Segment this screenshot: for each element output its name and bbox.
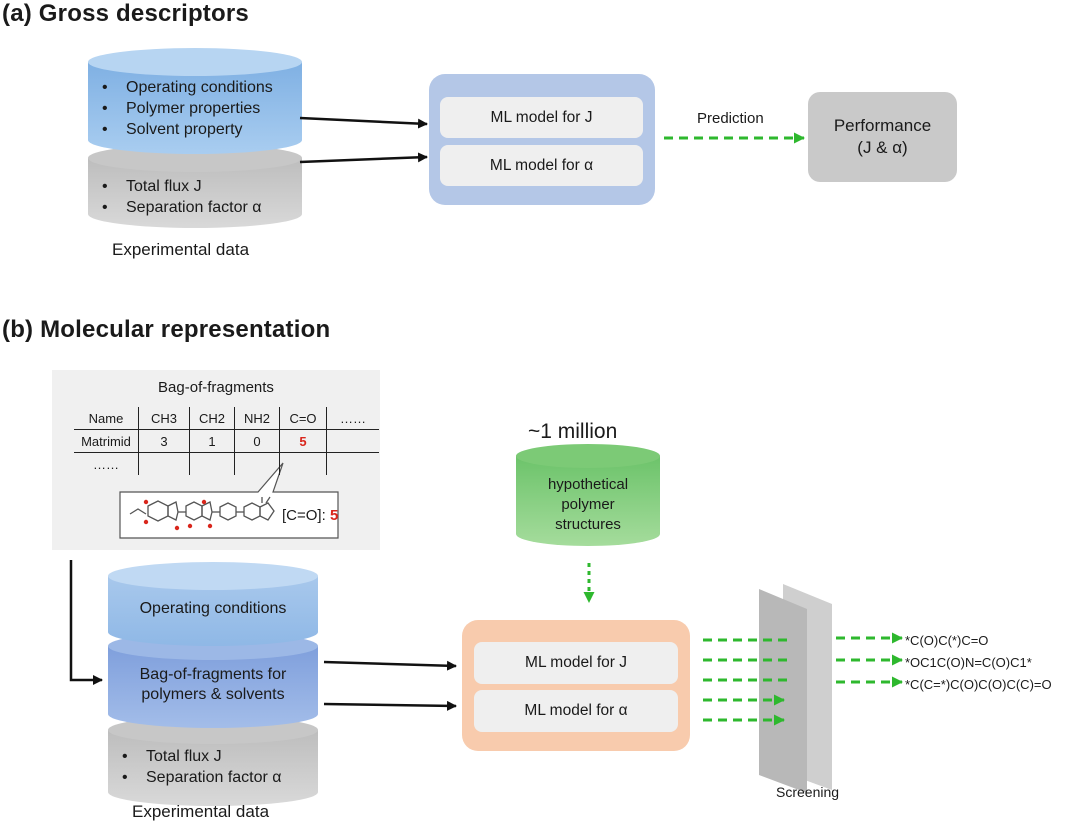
- b-arrows-into-screen: [703, 638, 792, 726]
- b-arrow-bof-to-db: [69, 560, 103, 685]
- b-section-title: (b) Molecular representation: [2, 316, 331, 343]
- b-target-list: Total flux J Separation factor α: [110, 746, 325, 788]
- a-input-list: Operating conditions Polymer properties …: [90, 77, 305, 140]
- b-arrows-out-screen: [836, 632, 903, 688]
- table-cell: [279, 452, 327, 475]
- a-arrow-targets: [299, 152, 428, 164]
- b-db-label: Experimental data: [132, 802, 270, 821]
- b-hypo-db: [516, 444, 660, 546]
- a-arrow-inputs: [299, 116, 428, 129]
- table-cell: 0: [234, 429, 280, 453]
- b-db-layer-operating: Operating conditions: [139, 600, 287, 617]
- b-screening-label: Screening: [776, 784, 840, 800]
- a-target-list: Total flux J Separation factor α: [90, 176, 305, 218]
- a-performance-box: [808, 92, 957, 182]
- b-bof-callout-text: [C=O]: 5: [282, 507, 338, 524]
- a-model-alpha: ML model for α: [440, 145, 643, 186]
- b-hypo-label: hypothetical polymer structures: [547, 476, 629, 533]
- b-molecule-structure: [129, 496, 275, 522]
- b-bof-callout-label: [C=O]:: [282, 507, 330, 524]
- b-model-alpha: ML model for α: [474, 690, 678, 732]
- a-target-item: Separation factor α: [90, 197, 305, 218]
- table-row: ……: [74, 452, 379, 475]
- table-cell: Name: [74, 407, 139, 430]
- b-model-j: ML model for J: [474, 642, 678, 684]
- a-input-item: Operating conditions: [90, 77, 305, 98]
- table-row: Name CH3 CH2 NH2 C=O ……: [74, 407, 379, 430]
- table-row: Matrimid 3 1 0 5: [74, 429, 379, 453]
- b-target-item: Total flux J: [110, 746, 325, 767]
- table-cell: 3: [138, 429, 190, 453]
- b-target-item: Separation factor α: [110, 767, 325, 788]
- b-screening-panel-front: [759, 589, 807, 793]
- table-cell: ……: [326, 407, 379, 430]
- b-smiles-item: *C(O)C(*)C=O: [905, 633, 989, 648]
- b-db-top-layer: [108, 562, 318, 646]
- b-arrow-db-upper: [323, 660, 457, 671]
- table-cell: [189, 452, 235, 475]
- table-cell: [234, 452, 280, 475]
- table-cell-highlight: 5: [279, 429, 327, 453]
- table-cell: CH3: [138, 407, 190, 430]
- table-cell: CH2: [189, 407, 235, 430]
- a-performance-line2: (J & α): [857, 138, 908, 157]
- table-cell: ……: [93, 456, 119, 472]
- table-cell: 1: [189, 429, 235, 453]
- a-input-item: Solvent property: [90, 119, 305, 140]
- a-performance-text: Performance (J & α): [808, 92, 957, 182]
- a-input-item: Polymer properties: [90, 98, 305, 119]
- b-smiles-list: *C(O)C(*)C=O *OC1C(O)N=C(O)C1* *C(C=*)C(…: [905, 630, 1052, 696]
- b-bof-title: Bag-of-fragments: [158, 379, 274, 396]
- b-bof-callout-value: 5: [329, 507, 339, 524]
- b-bof-table: Name CH3 CH2 NH2 C=O …… Matrimid 3 1 0 5…: [74, 407, 379, 475]
- table-cell: [326, 452, 379, 475]
- table-cell: [138, 452, 190, 475]
- a-performance-line1: Performance: [833, 116, 932, 135]
- a-db-label: Experimental data: [112, 240, 250, 259]
- b-smiles-item: *OC1C(O)N=C(O)C1*: [905, 655, 1032, 670]
- table-cell: C=O: [279, 407, 327, 430]
- b-molecule-oxygens: [143, 499, 213, 531]
- b-arrow-db-lower: [323, 700, 457, 711]
- table-cell: [326, 429, 379, 453]
- a-section-title: (a) Gross descriptors: [2, 0, 249, 27]
- a-model-j: ML model for J: [440, 97, 643, 138]
- table-cell: NH2: [234, 407, 280, 430]
- b-hypo-count: ~1 million: [528, 420, 618, 443]
- b-db-layer-bof: Bag-of-fragments for polymers & solvents: [139, 666, 287, 703]
- table-cell: Matrimid: [74, 429, 139, 453]
- a-target-item: Total flux J: [90, 176, 305, 197]
- b-smiles-item: *C(C=*)C(O)C(O)C(C)=O: [905, 677, 1052, 692]
- a-prediction-label: Prediction: [697, 110, 764, 127]
